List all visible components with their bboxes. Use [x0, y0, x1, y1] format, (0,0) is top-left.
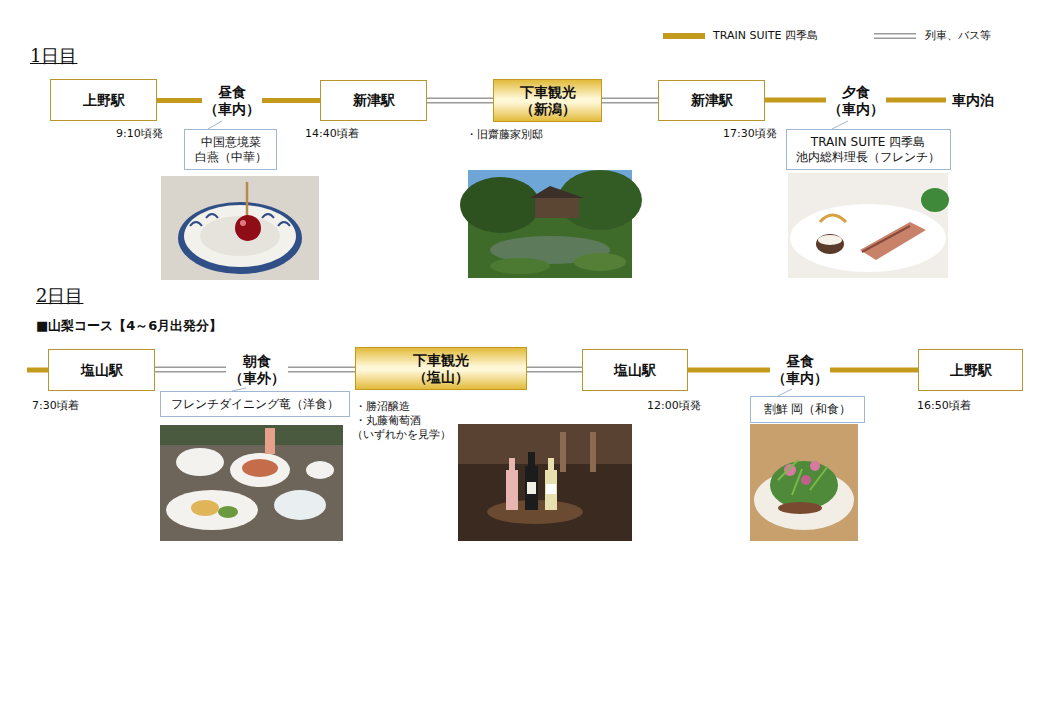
box-text: 新津駅	[691, 92, 733, 109]
legend-line-sample	[874, 36, 916, 37]
photo-japanese-dish	[750, 424, 858, 541]
leader-line	[778, 389, 792, 396]
text-stack: 上野駅	[83, 92, 125, 109]
station-box: 新津駅	[658, 80, 765, 121]
text-stack: 塩山駅	[614, 362, 656, 379]
box-text: 上野駅	[83, 92, 125, 109]
site-note: （いずれかを見学）	[352, 428, 451, 441]
box-text: 塩山駅	[81, 362, 123, 379]
time-label: 9:10頃発	[116, 127, 163, 140]
site-label: ・丸藤葡萄酒	[355, 414, 421, 427]
meal-label: 昼食 （車内）	[202, 84, 262, 118]
box-text: 中国意境菜 白燕（中華）	[191, 135, 271, 164]
legend-text: 列車、バス等	[925, 29, 991, 42]
restaurant-callout: 中国意境菜 白燕（中華）	[184, 129, 277, 170]
transfer-connector	[427, 100, 493, 101]
course-heading: ■山梨コース【4～6月出発分】	[36, 318, 222, 334]
text-stack: 上野駅	[950, 362, 992, 379]
legend-swatch	[663, 33, 705, 39]
time-label: 17:30頃発	[723, 127, 777, 140]
box-text: フレンチダイニング竜（洋食）	[171, 397, 339, 411]
station-box: 上野駅	[50, 79, 157, 121]
box-text: TRAIN SUITE 四季島 池内総料理長（フレンチ）	[792, 135, 944, 164]
text-stack: 割鮮 岡（和食）	[764, 402, 852, 416]
time-label: 7:30頃着	[32, 399, 79, 412]
site-label: ・勝沼醸造	[355, 400, 410, 413]
box-text: 割鮮 岡（和食）	[764, 402, 852, 416]
photo-wine	[458, 424, 632, 541]
photo-french-dish	[788, 173, 949, 278]
meal-label: 朝食 （車外）	[226, 353, 288, 387]
leader-line	[208, 121, 222, 129]
station-box: 塩山駅	[582, 349, 688, 391]
restaurant-callout: TRAIN SUITE 四季島 池内総料理長（フレンチ）	[786, 129, 951, 170]
box-text: 下車観光 （塩山）	[401, 352, 481, 386]
leader-line	[832, 121, 848, 129]
sightseeing-box: 下車観光 （塩山）	[355, 347, 527, 390]
day-heading: 1日目	[30, 45, 77, 67]
transfer-connector	[602, 100, 658, 101]
station-box: 塩山駅	[48, 349, 155, 391]
meal-label: 夕食 （車内）	[826, 84, 886, 118]
box-text: 下車観光 （新潟）	[508, 84, 588, 118]
day-heading: 2日目	[36, 285, 83, 307]
meal-label: 昼食 （車内）	[770, 353, 830, 387]
text-stack: 中国意境菜 白燕（中華）	[191, 135, 271, 164]
text-stack: 下車観光 （塩山）	[401, 352, 481, 386]
time-label: 16:50頃着	[917, 399, 971, 412]
box-text: 新津駅	[353, 92, 395, 109]
photo-garden	[460, 170, 642, 278]
text-stack: フレンチダイニング竜（洋食）	[171, 397, 339, 411]
legend-text: TRAIN SUITE 四季島	[713, 29, 818, 42]
photo-dessert	[161, 176, 319, 280]
restaurant-callout: 割鮮 岡（和食）	[750, 396, 865, 423]
text-stack: 下車観光 （新潟）	[508, 84, 588, 118]
overnight-label: 車内泊	[952, 92, 994, 109]
text-stack: 新津駅	[691, 92, 733, 109]
transfer-connector	[527, 369, 582, 370]
station-box: 上野駅	[918, 349, 1023, 391]
sightseeing-box: 下車観光 （新潟）	[493, 79, 602, 122]
box-text: 上野駅	[950, 362, 992, 379]
text-stack: 新津駅	[353, 92, 395, 109]
time-label: 12:00頃発	[647, 399, 701, 412]
box-text: 塩山駅	[614, 362, 656, 379]
station-box: 新津駅	[320, 80, 427, 121]
restaurant-callout: フレンチダイニング竜（洋食）	[160, 391, 350, 417]
site-label: ・旧齋藤家別邸	[466, 128, 543, 141]
text-stack: 塩山駅	[81, 362, 123, 379]
time-label: 14:40頃着	[305, 127, 359, 140]
text-stack: TRAIN SUITE 四季島 池内総料理長（フレンチ）	[792, 135, 944, 164]
photo-breakfast	[160, 425, 343, 541]
rail-line	[27, 368, 49, 373]
